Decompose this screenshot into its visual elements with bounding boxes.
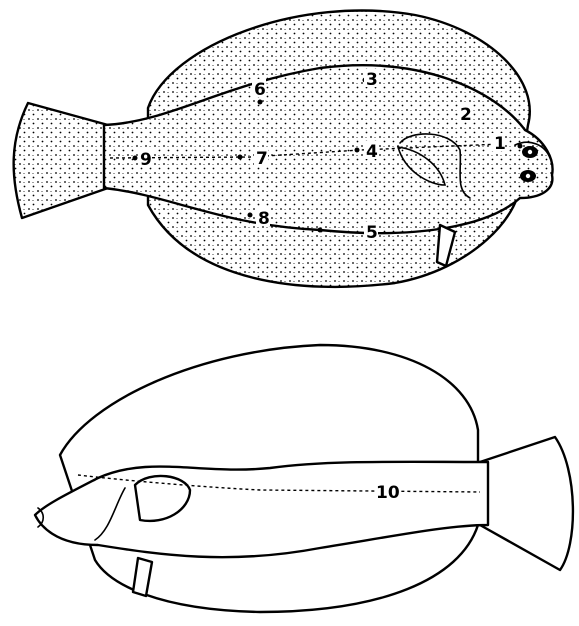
label-7: 7 xyxy=(256,149,268,169)
blind-side-fish: 10 xyxy=(35,345,573,612)
label-5: 5 xyxy=(366,223,378,243)
label-10: 10 xyxy=(376,483,400,503)
label-1: 1 xyxy=(494,134,506,154)
label-6: 6 xyxy=(254,80,266,100)
eyed-side-tail-fin xyxy=(14,103,108,218)
label-8: 8 xyxy=(258,209,270,229)
label-3: 3 xyxy=(366,70,378,90)
label-4: 4 xyxy=(366,142,378,162)
label-9: 9 xyxy=(140,150,152,170)
eyed-side-fish: 1 2 3 4 5 6 7 8 9 xyxy=(14,11,553,287)
label-2: 2 xyxy=(460,105,472,125)
blind-side-tail-fin xyxy=(480,437,573,570)
